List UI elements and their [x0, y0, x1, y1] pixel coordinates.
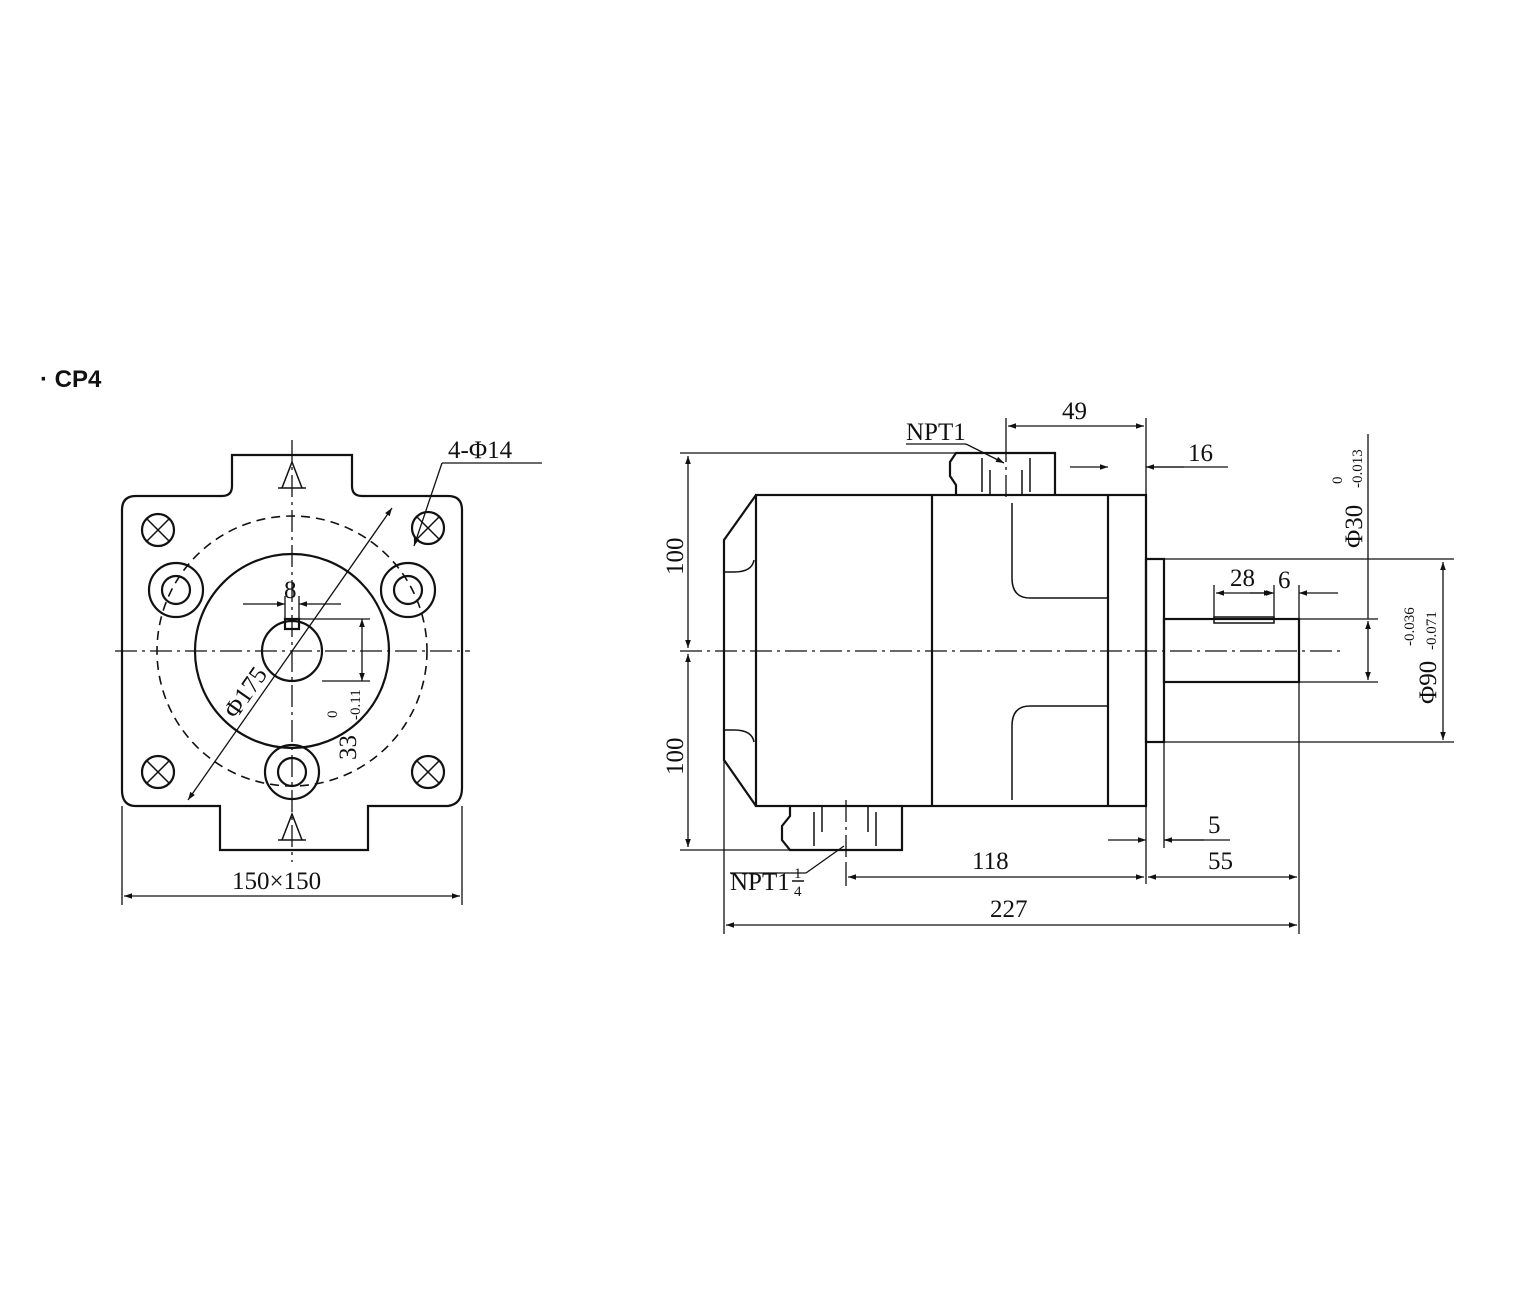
pilot-dia-label: Φ90	[1415, 661, 1442, 704]
top-tab-arrow-icon	[281, 459, 303, 489]
hub-contour-upper	[1011, 503, 1108, 599]
dim-5-label: 5	[1208, 812, 1221, 839]
port-bottom-frac-num: 1	[794, 866, 802, 882]
front-view: 4-Φ14 Φ175 8 33 0 -0.11 150×150	[115, 437, 542, 905]
corner-hole-top-right	[410, 510, 446, 546]
drawing-title: · CP4	[40, 366, 102, 393]
key-depth-lower-tol: -0.11	[348, 689, 364, 720]
shaft-key	[1213, 616, 1275, 624]
port-top-label: NPT1	[906, 419, 966, 446]
dim-100-bottom-label: 100	[662, 738, 689, 776]
dim-227-label: 227	[990, 896, 1028, 923]
corner-hole-bottom-left	[140, 754, 176, 790]
side-view: 100 100 49 NPT1 16 28 6 Φ30 0 -0.013	[662, 398, 1454, 934]
hole-callout-leader	[413, 462, 443, 547]
port-bottom-leader	[805, 845, 845, 874]
corner-hole-bottom-right	[410, 754, 446, 790]
dim-6-label: 6	[1278, 567, 1291, 594]
dim-100-top-label: 100	[662, 538, 689, 576]
corner-hole-top-left	[140, 512, 176, 548]
shaft-dia-lower-tol: -0.013	[1350, 449, 1366, 488]
key-depth-upper-tol: 0	[325, 711, 341, 719]
pcd-dimension-line	[187, 507, 393, 801]
top-port-thread	[981, 458, 1031, 495]
bottom-port-thread	[813, 806, 877, 846]
dim-55-label: 55	[1208, 848, 1233, 875]
hub-contour-lower	[1011, 705, 1108, 800]
pcd-label: Φ175	[219, 662, 273, 723]
flange-size-label: 150×150	[232, 868, 321, 895]
front-flange-outline	[120, 453, 464, 852]
bottom-tab-arrow-icon	[281, 811, 303, 841]
bolt-hole-left	[147, 561, 205, 619]
hole-callout-label: 4-Φ14	[448, 437, 513, 464]
rear-cap-outline	[722, 494, 757, 807]
rear-cap-upper-step	[724, 559, 755, 573]
dim-118-label: 118	[972, 848, 1009, 875]
dim-49-label: 49	[1062, 398, 1087, 425]
rear-cap-lower-step	[724, 729, 755, 743]
dim-28-label: 28	[1230, 565, 1255, 592]
key-width-label: 8	[284, 577, 297, 604]
dim-16-label: 16	[1188, 440, 1213, 467]
port-top-leader	[965, 443, 1005, 464]
port-bottom-label: NPT1	[730, 869, 790, 896]
key-depth-label: 33	[335, 735, 362, 760]
bolt-hole-right	[379, 561, 437, 619]
top-port-boss	[948, 451, 1057, 495]
pilot-dia-lower-tol: -0.071	[1424, 611, 1440, 650]
pilot-dia-upper-tol: -0.036	[1402, 607, 1418, 646]
port-bottom-frac-den: 4	[794, 884, 802, 900]
shaft-dia-label: Φ30	[1341, 505, 1368, 548]
shaft-dia-upper-tol: 0	[1330, 477, 1346, 485]
bottom-port-boss	[780, 806, 904, 852]
